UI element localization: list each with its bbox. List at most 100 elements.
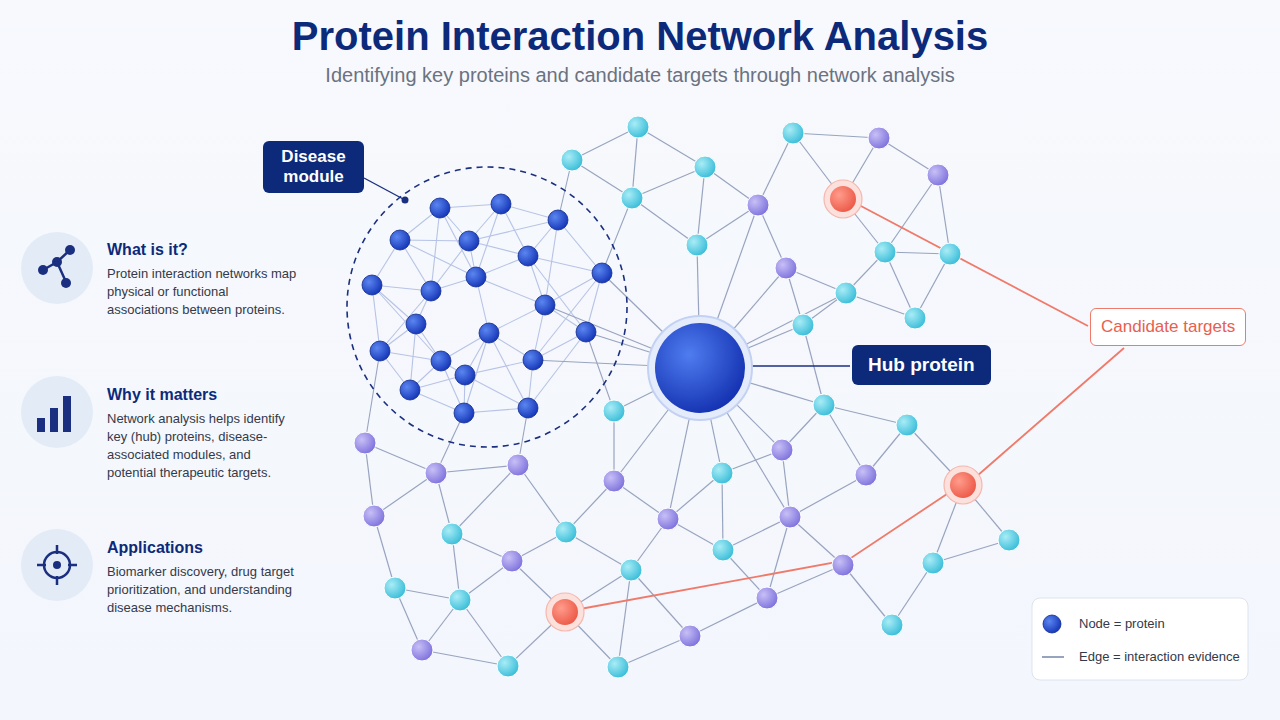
protein-node (832, 554, 854, 576)
legend-text: Node = protein (1079, 616, 1165, 631)
interaction-edge (528, 332, 586, 408)
module-protein (390, 230, 410, 250)
module-protein (466, 267, 486, 287)
interaction-edge (767, 565, 843, 598)
protein-node (756, 587, 778, 609)
interaction-edge (632, 167, 705, 198)
protein-node (927, 164, 949, 186)
protein-node (441, 523, 463, 545)
subtitle: Identifying key proteins and candidate t… (0, 64, 1280, 87)
interaction-edge (476, 204, 501, 277)
protein-node (835, 282, 857, 304)
interaction-edge (758, 133, 793, 205)
legend-edge-sample (1042, 656, 1064, 658)
interaction-edge (638, 127, 705, 167)
protein-node (711, 462, 733, 484)
interaction-edge (631, 570, 690, 636)
module-protein (431, 351, 451, 371)
interaction-edge (767, 517, 790, 598)
protein-node (555, 521, 577, 543)
interaction-edge (476, 277, 545, 305)
protein-node (627, 116, 649, 138)
protein-node (998, 529, 1020, 551)
protein-node (771, 439, 793, 461)
module-protein (491, 194, 511, 214)
interaction-edge (489, 333, 528, 408)
module-protein (518, 246, 538, 266)
protein-node (792, 314, 814, 336)
module-protein (370, 341, 390, 361)
section-body: Network analysis helps identify key (hub… (107, 410, 297, 482)
interaction-edge (465, 360, 533, 375)
protein-node (363, 505, 385, 527)
interaction-edge (460, 600, 508, 666)
protein-node (620, 559, 642, 581)
interaction-edge (690, 598, 767, 636)
legend-text: Edge = interaction evidence (1079, 649, 1240, 664)
module-protein (454, 403, 474, 423)
network-icon (21, 232, 93, 304)
module-protein (518, 398, 538, 418)
protein-node (868, 127, 890, 149)
leader-dot (402, 197, 409, 204)
target-icon (21, 529, 93, 601)
protein-node (881, 614, 903, 636)
protein-node (922, 552, 944, 574)
protein-node (904, 307, 926, 329)
protein-node (874, 241, 896, 263)
interaction-edge (824, 405, 907, 425)
target-halo (824, 180, 862, 218)
target-halo (944, 466, 982, 504)
leader-line (364, 178, 405, 200)
protein-node (561, 149, 583, 171)
target-label: Candidate targets (1090, 308, 1246, 346)
module-protein (592, 263, 612, 283)
target-halo (546, 593, 584, 631)
protein-node (354, 432, 376, 454)
leader-line (580, 492, 950, 609)
interaction-edge (431, 208, 440, 291)
interaction-edge (422, 650, 508, 666)
protein-node (747, 194, 769, 216)
node-text: Disease module (271, 147, 356, 187)
hub-node (655, 323, 745, 413)
module-protein (576, 322, 596, 342)
protein-nodes (354, 116, 1020, 678)
protein-node (779, 506, 801, 528)
module-protein (421, 281, 441, 301)
candidate-target (830, 186, 856, 212)
protein-node (896, 414, 918, 436)
protein-node (501, 550, 523, 572)
section-heading: Applications (107, 539, 297, 557)
protein-node (813, 394, 835, 416)
interaction-edge (452, 465, 518, 534)
protein-node (712, 539, 734, 561)
interaction-edge (618, 636, 690, 667)
protein-node (686, 234, 708, 256)
legend-panel (1032, 598, 1248, 680)
module-protein (400, 380, 420, 400)
interaction-edge (885, 175, 938, 252)
module-label: Disease module (263, 141, 364, 193)
leader-line (746, 365, 850, 367)
interaction-edge (469, 220, 558, 241)
title: Protein Interaction Network Analysis (0, 14, 1280, 59)
protein-node (384, 577, 406, 599)
module-protein (548, 210, 568, 230)
candidate-target (950, 472, 976, 498)
node-text: Hub protein (868, 354, 975, 376)
interaction-edge (938, 175, 950, 254)
interaction-edge (843, 565, 892, 625)
leader-line (977, 348, 1124, 476)
interaction-edge (618, 570, 631, 667)
module-protein (535, 295, 555, 315)
protein-node (603, 470, 625, 492)
module-outline (347, 167, 627, 447)
interaction-edge (632, 198, 697, 245)
protein-node (855, 464, 877, 486)
hub-label: Hub protein (852, 345, 991, 385)
node-text: Candidate targets (1101, 317, 1235, 337)
interaction-edge (790, 475, 866, 517)
interaction-edges (365, 127, 1009, 667)
protein-node (607, 656, 629, 678)
